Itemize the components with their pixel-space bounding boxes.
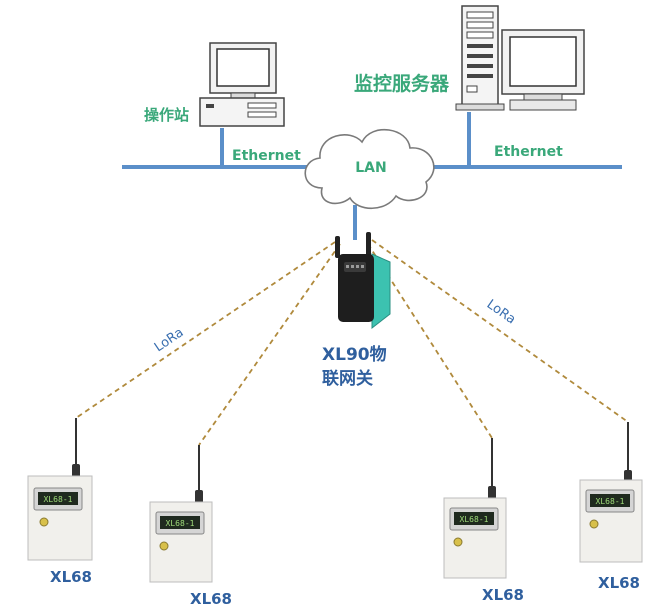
xl68-node-2: XL68-1 (149, 445, 213, 583)
node-2-label: XL68 (190, 590, 232, 608)
monitor-server-label: 监控服务器 (354, 72, 450, 95)
ethernet-label-left: Ethernet (232, 148, 301, 164)
node-3-label: XL68 (482, 586, 524, 604)
xl68-node-1: XL68-1 (27, 418, 93, 561)
lan-cloud-icon: LAN (304, 128, 435, 210)
lora-link-node-2 (198, 243, 341, 446)
gateway-device-icon (335, 232, 391, 330)
node-3-screen-text: XL68-1 (460, 515, 489, 524)
node-1-screen-text: XL68-1 (44, 495, 73, 504)
lora-label-right: LoRa (484, 297, 519, 327)
lora-link-node-1 (75, 241, 336, 419)
ethernet-label-right: Ethernet (494, 144, 563, 160)
node-1-label: XL68 (50, 568, 92, 586)
server-tower-icon (455, 5, 505, 111)
xl68-node-4: XL68-1 (579, 422, 643, 563)
server-monitor-icon (501, 29, 585, 111)
node-4-screen-text: XL68-1 (596, 497, 625, 506)
ethernet-backbone (122, 112, 622, 240)
lora-link-node-4 (371, 239, 629, 423)
node-2-screen-text: XL68-1 (166, 519, 195, 528)
xl68-node-3: XL68-1 (443, 438, 507, 579)
operator-station-icon (199, 42, 285, 127)
gateway-label-line2: 联网关 (322, 368, 373, 389)
gateway-label-line1: XL90物 (322, 344, 387, 365)
node-4-label: XL68 (598, 574, 640, 592)
lora-label-left: LoRa (152, 325, 187, 355)
operator-station-label: 操作站 (144, 106, 189, 124)
lan-label: LAN (355, 160, 386, 176)
